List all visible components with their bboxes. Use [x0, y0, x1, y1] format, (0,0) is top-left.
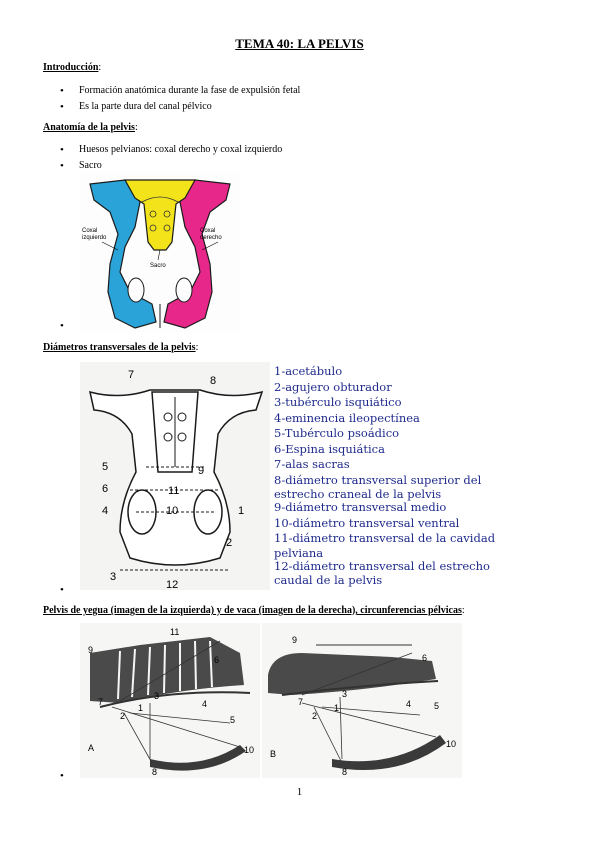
fig-number: 10: [244, 745, 254, 755]
fig-number: 2: [312, 711, 317, 721]
pelvis-colored-figure: Coxal izquierdo Coxal derecho Sacro: [80, 172, 240, 332]
legend-item: 6-Espina isquiática: [274, 441, 385, 456]
left-coxal-shape: [89, 179, 157, 329]
fig-number: 3: [154, 691, 159, 701]
list-item: Formación anatómica durante la fase de e…: [60, 84, 300, 100]
intro-list: Formación anatómica durante la fase de e…: [60, 84, 300, 116]
fig-number: 1: [238, 505, 244, 517]
section-heading-intro: Introducción:: [43, 62, 102, 73]
cow-pelvis-figure: 9 6 7 2 1 3 4 5 10 8 B: [262, 623, 462, 778]
list-item: Es la parte dura del canal pélvico: [60, 100, 300, 116]
fig-number: 12: [166, 579, 178, 590]
legend-item: 8-diámetro transversal superior del: [274, 472, 482, 487]
fig-number: 4: [406, 699, 411, 709]
fig-number: 5: [434, 701, 439, 711]
svg-text:derecho: derecho: [200, 235, 222, 241]
mare-pelvis-figure: 11 9 6 7 2 1 3 4 5 10 8 A: [80, 623, 260, 778]
fig-number: 6: [422, 653, 427, 663]
fig-number: 5: [102, 461, 108, 473]
pelvis-diameters-figure: 7 8 5 9 6 11 4 10 1 2 3 12: [80, 362, 270, 590]
page-number: 1: [296, 786, 303, 798]
fig-number: 9: [88, 645, 93, 655]
section-heading-pelvis-compare: Pelvis de yegua (imagen de la izquierda)…: [43, 605, 465, 616]
legend-item: 9-diámetro transversal medio: [274, 500, 447, 514]
fig-number: 2: [120, 711, 125, 721]
fig-number: 4: [202, 699, 207, 709]
fig-number: 11: [170, 627, 179, 637]
fig-number: 5: [230, 715, 235, 725]
sacrum-shape: [123, 179, 197, 251]
fig-number: 11: [168, 485, 179, 497]
fig-number: 3: [110, 571, 116, 583]
diameters-legend: 1-acetábulo 2-agujero obturador 3-tubérc…: [274, 364, 495, 586]
legend-item: pelviana: [274, 545, 324, 560]
list-item: Huesos pelvianos: coxal derecho y coxal …: [60, 143, 282, 159]
legend-item: 5-Tubérculo psoádico: [274, 426, 400, 440]
label-coxal-izquierdo: Coxal: [82, 228, 97, 234]
page-title: TEMA 40: LA PELVIS: [235, 36, 364, 51]
fig-number: A: [88, 743, 94, 753]
list-item: Sacro: [60, 159, 282, 175]
fig-number: 8: [342, 767, 347, 777]
fig-number: 4: [102, 505, 108, 517]
legend-item: estrecho craneal de la pelvis: [274, 487, 442, 501]
legend-item: 4-eminencia ileopectínea: [274, 410, 420, 425]
fig-number: 9: [292, 635, 297, 645]
fig-number: 7: [128, 369, 134, 381]
empty-bullet: •: [60, 320, 64, 332]
fig-number: 9: [198, 465, 204, 477]
legend-item: 7-alas sacras: [274, 457, 350, 471]
svg-text:izquierdo: izquierdo: [82, 235, 107, 241]
legend-item: 1-acetábulo: [274, 364, 343, 378]
fig-number: 7: [98, 697, 103, 707]
fig-number: B: [270, 749, 276, 759]
fig-number: 8: [152, 767, 157, 777]
fig-number: 6: [102, 483, 108, 495]
legend-item: 3-tubérculo isquiático: [274, 395, 402, 409]
legend-item: 12-diámetro transversal del estrecho: [274, 558, 490, 573]
legend-item: caudal de la pelvis: [274, 573, 383, 587]
label-coxal-derecho: Coxal: [200, 228, 215, 234]
fig-number: 6: [214, 655, 219, 665]
legend-item: 11-diámetro transversal de la cavidad: [274, 531, 496, 545]
empty-bullet: •: [60, 770, 64, 782]
fig-number: 7: [298, 697, 303, 707]
legend-item: 2-agujero obturador: [274, 379, 392, 394]
fig-number: 2: [226, 537, 232, 549]
fig-number: 1: [334, 703, 339, 713]
fig-number: 8: [210, 375, 216, 387]
section-heading-anatomy: Anatomía de la pelvis:: [43, 122, 138, 133]
fig-number: 10: [446, 739, 456, 749]
right-coxal-shape: [163, 179, 231, 329]
legend-item: 10-diámetro transversal ventral: [274, 515, 460, 530]
fig-number: 3: [342, 689, 347, 699]
fig-number: 1: [138, 703, 143, 713]
label-sacro: Sacro: [150, 263, 166, 269]
empty-bullet: •: [60, 584, 64, 596]
anatomy-list: Huesos pelvianos: coxal derecho y coxal …: [60, 143, 282, 175]
fig-number: 10: [166, 505, 178, 517]
section-heading-diameters: Diámetros transversales de la pelvis:: [43, 342, 199, 353]
